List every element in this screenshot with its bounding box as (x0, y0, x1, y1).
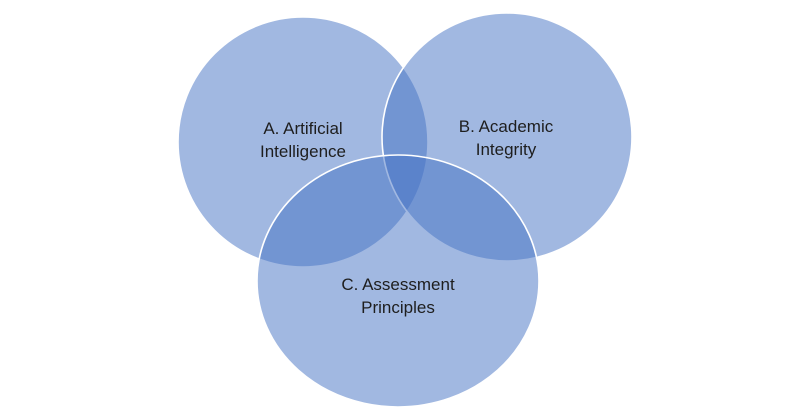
label-line: B. Academic (458, 117, 554, 136)
label-academic-integrity: B. Academic Integrity (459, 115, 554, 161)
label-line: Integrity (475, 140, 537, 159)
label-assessment-principles: C. Assessment Principles (341, 273, 454, 319)
label-line: A. Artificial (263, 119, 343, 138)
label-line: Intelligence (259, 142, 347, 161)
label-artificial-intelligence: A. Artificial Intelligence (260, 117, 346, 163)
label-line: Principles (361, 298, 435, 317)
circle-assessment-principles (256, 154, 540, 408)
label-line: C. Assessment (341, 275, 455, 294)
